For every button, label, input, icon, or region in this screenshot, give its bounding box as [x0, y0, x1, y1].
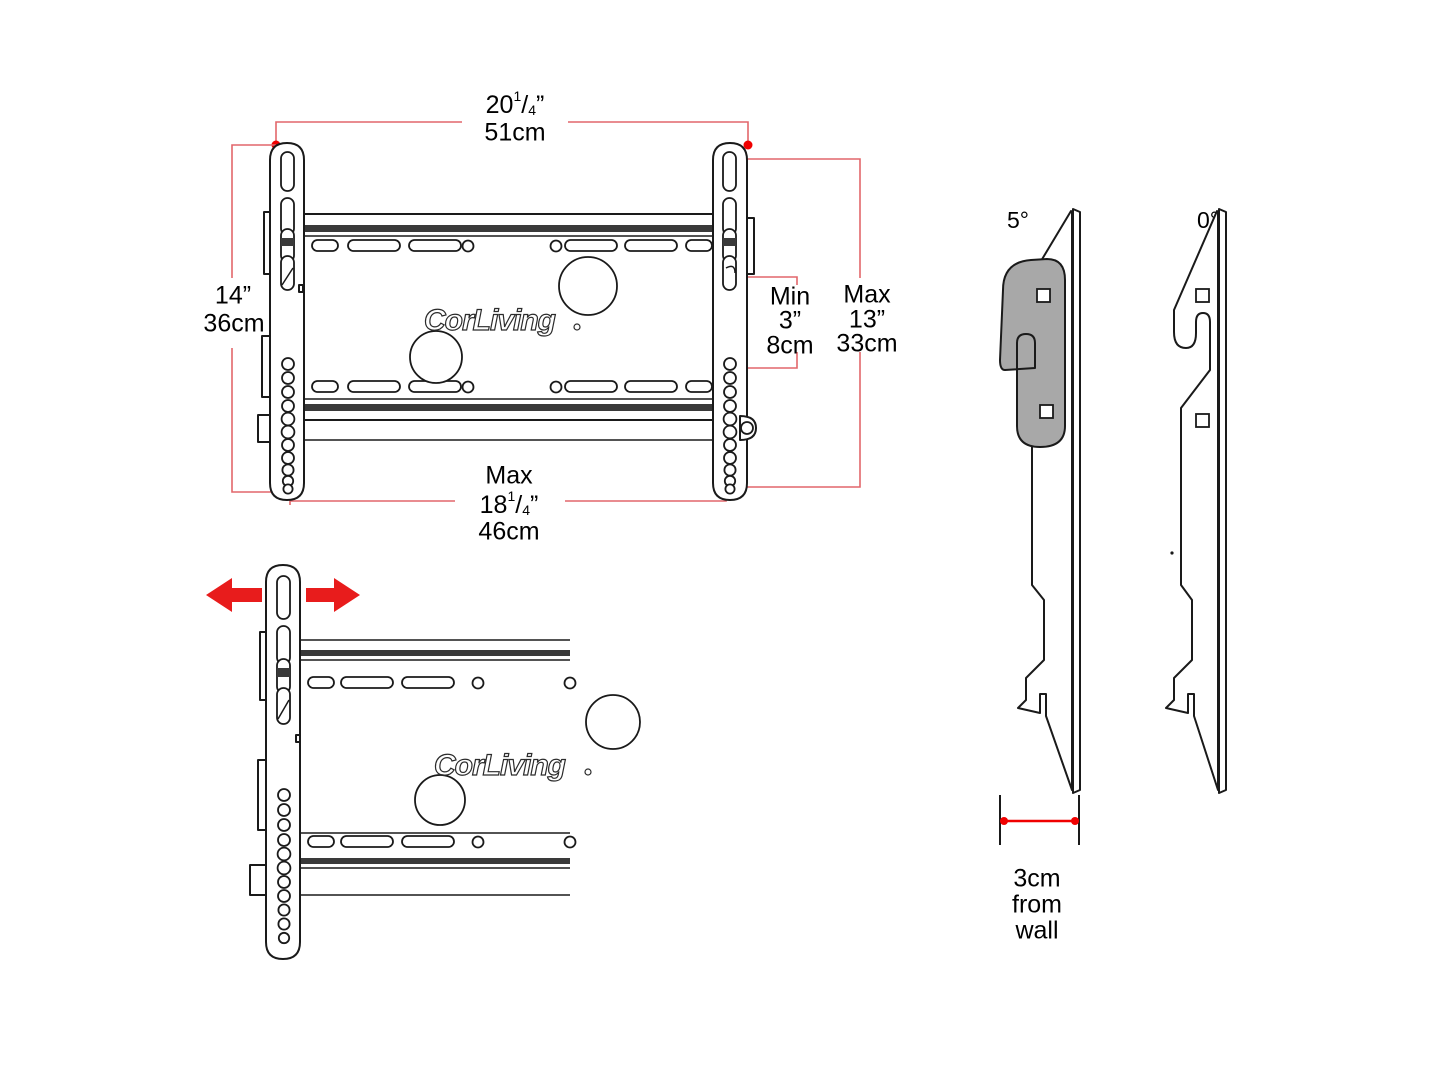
side-view-0-degrees: 0° — [1165, 207, 1227, 794]
dimline-left-upper — [231, 144, 276, 278]
upper-rail-band — [292, 225, 732, 232]
dimline-top-right — [568, 121, 749, 145]
brand-logo: CorLiving — [424, 304, 556, 337]
perspective-left-arm — [249, 564, 301, 960]
dimline-top-left — [275, 121, 462, 145]
access-hole-upper-right — [558, 256, 618, 316]
dimline-bottom-right — [565, 489, 727, 502]
brand-logo-2: CorLiving — [434, 749, 566, 782]
wall-plate-5 — [1072, 208, 1081, 794]
access-hole-lower-left-2 — [414, 774, 466, 826]
label-clearance-line2: from — [1012, 891, 1062, 919]
hook-square-hole-upper-5 — [1036, 288, 1051, 303]
detail-dot-0 — [1170, 551, 1174, 555]
label-max-inch: 13” — [849, 306, 885, 334]
label-height-inch: 14” — [215, 282, 251, 310]
label-clearance-line3: wall — [1014, 917, 1058, 945]
square-hole-upper-0 — [1195, 288, 1210, 303]
label-max-spacing: Max 13” 33cm — [836, 281, 897, 358]
label-width-top: 201/4” 51cm — [484, 88, 545, 147]
wall-clearance-dimension: 3cm from wall — [999, 795, 1080, 945]
dimline-min-lower — [727, 352, 798, 369]
dimdot-top-right — [743, 140, 753, 150]
label-width-top-metric: 51cm — [484, 119, 545, 147]
side-view-5-degrees: 5° 3cm from wall — [999, 207, 1081, 945]
arrow-right-red — [306, 578, 360, 612]
label-min-spacing: Min 3” 8cm — [766, 283, 813, 360]
label-max-metric: 33cm — [836, 330, 897, 358]
dimline-max-lower — [727, 352, 861, 488]
label-height-metric: 36cm — [203, 310, 264, 338]
dimline-min-upper — [727, 276, 798, 285]
label-width-bottom-metric: 46cm — [478, 518, 539, 546]
label-min-metric: 8cm — [766, 332, 813, 360]
label-max-prefix: Max — [843, 281, 891, 309]
label-width-bottom-inch: 181/4” — [480, 488, 539, 519]
brand-logo-dot-2 — [584, 768, 592, 776]
label-width-bottom-prefix: Max — [485, 462, 533, 490]
front-view-plate: CorLiving — [291, 213, 733, 441]
label-clearance-line1: 3cm — [1013, 865, 1060, 893]
brand-logo-dot — [573, 323, 581, 331]
perspective-plate: CorLiving — [300, 639, 641, 896]
wall-plate-0 — [1218, 208, 1227, 794]
left-arm — [257, 142, 305, 501]
dimline-bottom-left — [289, 500, 455, 505]
adjustable-arm-view: CorLiving — [206, 564, 641, 960]
dimline-max-upper — [727, 158, 861, 278]
arrow-left-red — [206, 578, 262, 612]
access-hole-upper-right-2 — [585, 694, 641, 750]
label-width-bottom: Max 181/4” 46cm — [478, 462, 539, 546]
hook-square-hole-lower-5 — [1039, 404, 1054, 419]
bracket-profile-0 — [1165, 210, 1219, 791]
label-min-inch: 3” — [779, 307, 801, 335]
label-height-left: 14” 36cm — [203, 282, 264, 338]
lower-rail-band — [292, 404, 732, 411]
lower-slot-row — [311, 380, 713, 394]
label-min-prefix: Min — [770, 283, 810, 311]
upper-slot-row — [311, 239, 713, 253]
right-arm — [712, 142, 757, 501]
label-width-top-inch: 201/4” — [486, 88, 545, 119]
square-hole-lower-0 — [1195, 413, 1210, 428]
access-hole-lower-left — [409, 330, 463, 384]
label-angle-5: 5° — [1007, 207, 1029, 233]
hook-piece-5 — [999, 258, 1066, 448]
